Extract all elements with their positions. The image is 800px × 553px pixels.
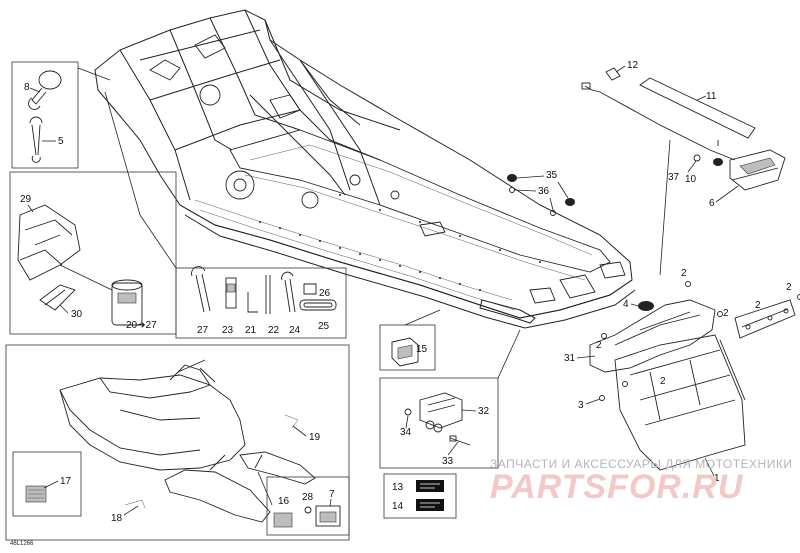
callout-22: 22 [268, 325, 280, 336]
callout-34: 34 [400, 427, 412, 438]
callout-2a: 2 [681, 268, 687, 279]
tail-light-assembly [582, 68, 785, 190]
leader-line [660, 140, 670, 275]
callout-28: 28 [302, 492, 314, 503]
box-sled-decals [6, 345, 349, 540]
callout-29: 29 [20, 194, 32, 205]
callout-8: 8 [24, 82, 30, 93]
callout-35: 35 [546, 170, 558, 181]
callout-17: 17 [60, 476, 72, 487]
callout-7: 7 [329, 489, 335, 500]
leader-line [498, 330, 520, 378]
callout-16: 16 [278, 496, 290, 507]
leader-line [448, 442, 458, 455]
leader-line [105, 92, 140, 215]
callout-23: 23 [222, 325, 234, 336]
callout-26: 26 [319, 288, 331, 299]
callout-37: 37 [668, 172, 680, 183]
leader-line [330, 499, 331, 506]
callout-32: 32 [478, 406, 490, 417]
leader-line [44, 481, 58, 488]
watermark-logo: PARTSFOR.RU [490, 468, 744, 506]
leader-line [631, 304, 639, 306]
leader-line [616, 66, 625, 72]
callout-6: 6 [709, 198, 715, 209]
leader-line [688, 161, 696, 172]
callout-25: 25 [318, 321, 330, 332]
callout-30: 30 [71, 309, 83, 320]
callout-2b: 2 [723, 308, 729, 319]
callout-2d: 2 [786, 282, 792, 293]
callout-12: 12 [627, 60, 639, 71]
callout-4: 4 [623, 299, 629, 310]
callout-31: 31 [564, 353, 576, 364]
callout-24: 24 [289, 325, 301, 336]
callout-27: 27 [197, 325, 209, 336]
callout-10: 10 [685, 174, 697, 185]
leader-line [697, 96, 706, 100]
callout-33: 33 [442, 456, 454, 467]
callout-19: 19 [309, 432, 321, 443]
callout-11: 11 [706, 91, 717, 102]
callout-5: 5 [58, 136, 64, 147]
box-tool-bag [10, 172, 176, 334]
callout-2c: 2 [755, 300, 761, 311]
leader-line [586, 399, 600, 404]
callout-20-27: 20➔27 [126, 320, 157, 331]
callout-2e: 2 [596, 340, 602, 351]
callout-18: 18 [111, 513, 123, 524]
callout-36: 36 [538, 186, 550, 197]
leader-line [577, 356, 595, 358]
leader-line [293, 426, 306, 436]
leader-line [78, 68, 110, 80]
box-hitch-32-34 [380, 378, 498, 468]
leader-line [124, 506, 138, 515]
snow-flap-assembly [590, 282, 800, 471]
callout-14: 14 [392, 501, 404, 512]
leader-line [716, 186, 738, 202]
leader-line [405, 310, 440, 325]
callout-3: 3 [578, 400, 584, 411]
leader-line [462, 410, 476, 411]
leader-line [60, 265, 112, 290]
leader-line [140, 215, 176, 268]
callout-15: 15 [416, 344, 428, 355]
leader-line [60, 305, 68, 313]
callout-13: 13 [392, 482, 404, 493]
box-tools-mirror [12, 62, 78, 168]
callout-21: 21 [245, 325, 257, 336]
callout-2f: 2 [660, 376, 666, 387]
watermark: ЗАПЧАСТИ И АКСЕССУАРЫ ДЛЯ МОТОТЕХНИКИ PA… [490, 457, 792, 506]
drawing-code: 46L1266 [10, 541, 34, 547]
leader-line [30, 88, 40, 92]
